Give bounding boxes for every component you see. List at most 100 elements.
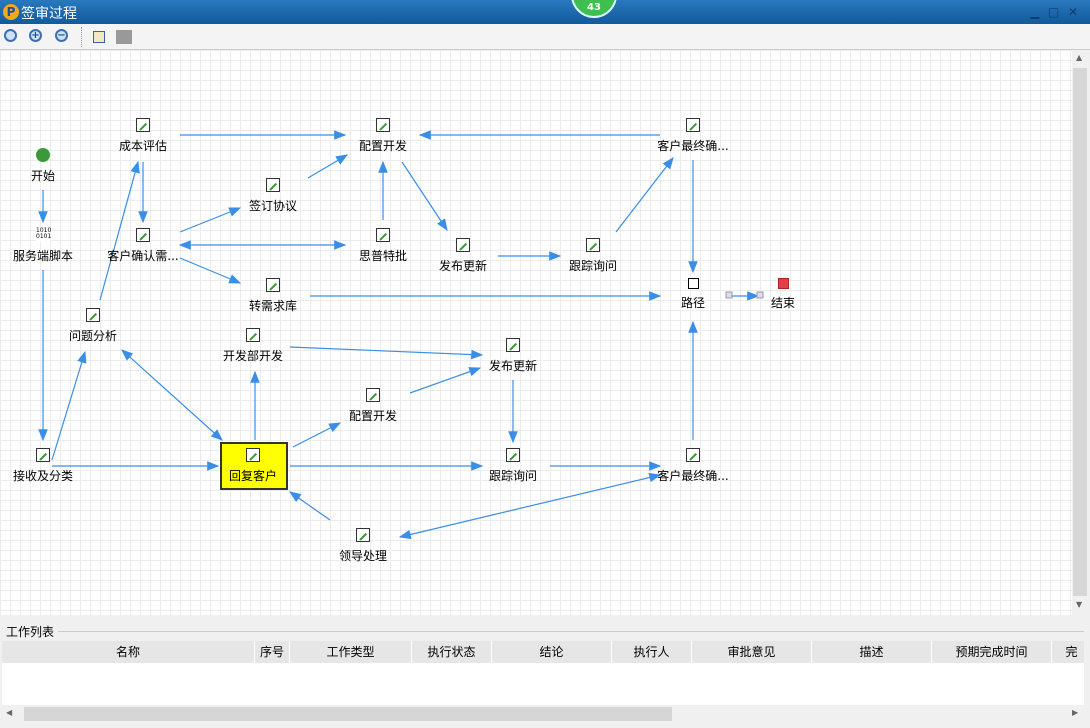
worklist-table-body xyxy=(2,663,1084,705)
scroll-left-icon[interactable]: ◀ xyxy=(6,708,13,717)
column-header[interactable]: 工作类型 xyxy=(290,641,412,663)
node-req[interactable]: 转需求库 xyxy=(213,278,333,314)
node-receive[interactable]: 接收及分类 xyxy=(0,448,103,484)
task-icon xyxy=(376,228,390,242)
node-end[interactable]: 结束 xyxy=(723,278,843,311)
node-label: 回复客户 xyxy=(228,469,277,483)
column-header[interactable]: 审批意见 xyxy=(692,641,812,663)
node-leader[interactable]: 领导处理 xyxy=(303,528,423,564)
stop-icon xyxy=(777,278,789,289)
node-approve[interactable]: 思普特批 xyxy=(323,228,443,264)
window-title: 签审过程 xyxy=(21,6,77,22)
node-label: 问题分析 xyxy=(68,329,117,343)
toolbar: + − xyxy=(0,24,1090,50)
column-header[interactable]: 完 xyxy=(1052,641,1084,663)
column-header[interactable]: 名称 xyxy=(2,641,255,663)
scroll-down-icon[interactable]: ▼ xyxy=(1076,600,1083,609)
task-icon xyxy=(506,448,520,462)
node-devdept[interactable]: 开发部开发 xyxy=(193,328,313,364)
node-label: 客户最终确... xyxy=(657,139,729,153)
node-label: 接收及分类 xyxy=(12,469,73,483)
node-label: 转需求库 xyxy=(248,299,297,313)
node-release2[interactable]: 发布更新 xyxy=(453,338,573,374)
notification-badge[interactable]: 43 xyxy=(571,0,617,18)
node-start[interactable]: 开始 xyxy=(0,148,103,184)
worklist-panel: 工作列表 名称序号工作类型执行状态结论执行人审批意见描述预期完成时间完 ◀ ▶ xyxy=(0,615,1090,728)
node-config1[interactable]: 配置开发 xyxy=(323,118,443,154)
toolbar-separator xyxy=(81,27,82,47)
task-icon xyxy=(266,178,280,192)
zoom-out-icon[interactable]: − xyxy=(54,28,72,46)
maximize-icon[interactable]: □ xyxy=(1048,5,1060,19)
zoom-in-icon[interactable]: + xyxy=(28,28,46,46)
node-track2[interactable]: 跟踪询问 xyxy=(453,448,573,484)
node-cost[interactable]: 成本评估 xyxy=(83,118,203,154)
node-label: 跟踪询问 xyxy=(568,259,617,273)
node-route[interactable]: 路径 xyxy=(633,278,753,311)
node-label: 路径 xyxy=(680,296,705,310)
zoom-fit-icon[interactable] xyxy=(3,28,21,46)
column-header[interactable]: 预期完成时间 xyxy=(932,641,1052,663)
node-script[interactable]: 1010 0101 服务端脚本 xyxy=(0,228,103,264)
close-icon[interactable]: ✕ xyxy=(1068,5,1079,19)
app-logo-icon: P xyxy=(3,4,19,20)
vertical-scroll-thumb[interactable] xyxy=(1073,68,1087,596)
task-icon xyxy=(356,528,370,542)
title-bar: P 签审过程 43 ▁ □ ✕ xyxy=(0,0,1090,24)
task-icon xyxy=(686,448,700,462)
column-header[interactable]: 描述 xyxy=(812,641,932,663)
node-final1[interactable]: 客户最终确... xyxy=(633,118,753,154)
node-config2[interactable]: 配置开发 xyxy=(313,388,433,424)
node-label: 成本评估 xyxy=(118,139,167,153)
task-icon xyxy=(506,338,520,352)
minimize-icon[interactable]: ▁ xyxy=(1030,5,1040,19)
node-reply[interactable]: 回复客户 xyxy=(193,448,313,484)
node-label: 跟踪询问 xyxy=(488,469,537,483)
node-label: 客户最终确... xyxy=(657,469,729,483)
column-header[interactable]: 执行人 xyxy=(612,641,692,663)
node-release1[interactable]: 发布更新 xyxy=(403,238,523,274)
column-header[interactable]: 序号 xyxy=(255,641,290,663)
horizontal-scrollbar[interactable]: ◀ ▶ xyxy=(2,705,1084,723)
node-sign[interactable]: 签订协议 xyxy=(213,178,333,214)
node-final2[interactable]: 客户最终确... xyxy=(633,448,753,484)
node-label: 服务端脚本 xyxy=(12,249,73,263)
node-label: 思普特批 xyxy=(358,249,407,263)
scroll-right-icon[interactable]: ▶ xyxy=(1072,708,1079,717)
print-icon[interactable] xyxy=(115,28,133,46)
node-confirm[interactable]: 客户确认需... xyxy=(83,228,203,264)
node-label: 配置开发 xyxy=(358,139,407,153)
task-icon xyxy=(366,388,380,402)
task-icon xyxy=(266,278,280,292)
task-icon xyxy=(586,238,600,252)
task-icon xyxy=(36,448,50,462)
node-label: 签订协议 xyxy=(248,199,297,213)
play-icon xyxy=(36,148,50,162)
column-header[interactable]: 执行状态 xyxy=(412,641,492,663)
node-label: 结束 xyxy=(770,296,795,310)
edges xyxy=(38,130,764,540)
binary-script-icon: 1010 0101 xyxy=(36,227,52,242)
task-icon xyxy=(686,118,700,132)
node-label: 配置开发 xyxy=(348,409,397,423)
vertical-scrollbar[interactable]: ▲ ▼ xyxy=(1072,50,1088,615)
worklist-title: 工作列表 xyxy=(6,625,55,639)
node-label: 开始 xyxy=(30,169,55,183)
node-label: 领导处理 xyxy=(338,549,387,563)
scroll-up-icon[interactable]: ▲ xyxy=(1076,53,1083,62)
task-icon xyxy=(136,118,150,132)
node-analysis[interactable]: 问题分析 xyxy=(33,308,153,344)
node-label: 客户确认需... xyxy=(107,249,179,263)
route-icon xyxy=(687,278,699,289)
node-track1[interactable]: 跟踪询问 xyxy=(533,238,653,274)
task-icon xyxy=(376,118,390,132)
worklist-table-header: 名称序号工作类型执行状态结论执行人审批意见描述预期完成时间完 xyxy=(2,641,1084,663)
horizontal-scroll-thumb[interactable] xyxy=(24,707,672,721)
divider xyxy=(58,631,1084,632)
task-icon xyxy=(456,238,470,252)
node-label: 开发部开发 xyxy=(222,349,283,363)
task-icon xyxy=(246,328,260,342)
column-header[interactable]: 结论 xyxy=(492,641,612,663)
fit-page-icon[interactable] xyxy=(90,28,108,46)
